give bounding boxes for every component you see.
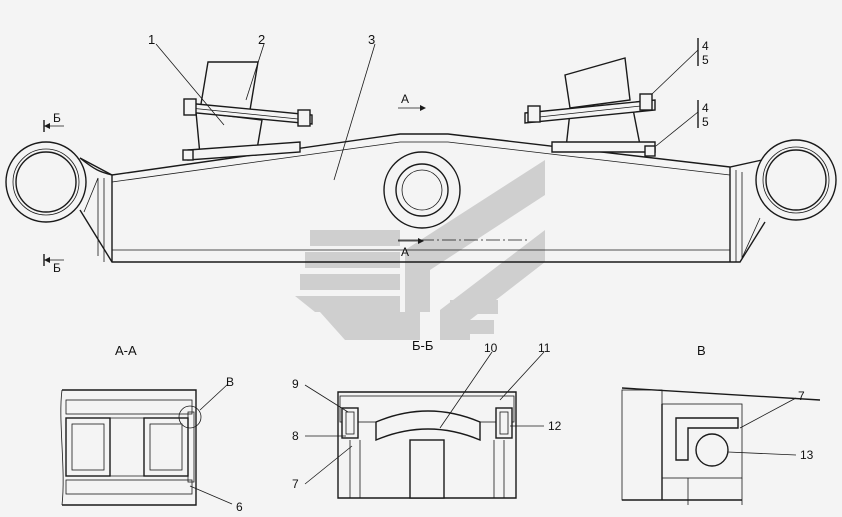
callout-8: 8 [292, 429, 299, 443]
callout-9: 9 [292, 377, 299, 391]
callout-2: 2 [258, 32, 265, 47]
callout-12: 12 [548, 419, 562, 433]
watermark-logo [295, 160, 545, 340]
right-eye-outer [755, 139, 837, 221]
svg-text:А: А [401, 245, 409, 259]
section-arrow-b-bottom: Б [43, 254, 64, 275]
svg-text:Б: Б [53, 111, 61, 125]
callout-5-top: 5 [702, 53, 709, 67]
detail-v-title: В [697, 343, 706, 358]
callout-5-bottom: 5 [702, 115, 709, 129]
right-eye-bore [765, 149, 827, 211]
detail-v-circle [178, 405, 202, 429]
left-spring-pad [182, 61, 313, 161]
left-eye-outer [5, 141, 87, 223]
callout-11: 11 [538, 341, 551, 355]
section-b-view [337, 391, 517, 499]
callout-4-bottom: 4 [702, 101, 709, 115]
section-arrow-a-bottom: А [398, 238, 424, 259]
section-arrow-b-top: Б [43, 111, 64, 132]
callout-1: 1 [148, 32, 155, 47]
section-b-title: Б-Б [412, 338, 433, 353]
section-arrow-a-top: А [398, 92, 426, 111]
callout-13: 13 [800, 448, 814, 462]
axle-beam [5, 133, 837, 263]
detail-v-marker: В [226, 375, 234, 389]
callout-10: 10 [484, 341, 498, 355]
callout-7-section-b: 7 [292, 477, 299, 491]
callout-3: 3 [368, 32, 375, 47]
main-leaders [155, 43, 699, 181]
callout-6: 6 [236, 500, 243, 514]
callout-4-top: 4 [702, 39, 709, 53]
section-a-title: А-А [115, 343, 137, 358]
svg-text:Б: Б [53, 261, 61, 275]
section-b-leaders [304, 351, 545, 485]
callout-7-detail-v: 7 [798, 389, 805, 403]
left-eye-bore [15, 151, 77, 213]
detail-v-view [621, 387, 821, 505]
right-spring-pad [524, 57, 656, 157]
svg-text:А: А [401, 92, 409, 106]
section-a-view [60, 383, 233, 506]
center-boss [383, 151, 461, 229]
detail-v-leaders [727, 397, 797, 456]
